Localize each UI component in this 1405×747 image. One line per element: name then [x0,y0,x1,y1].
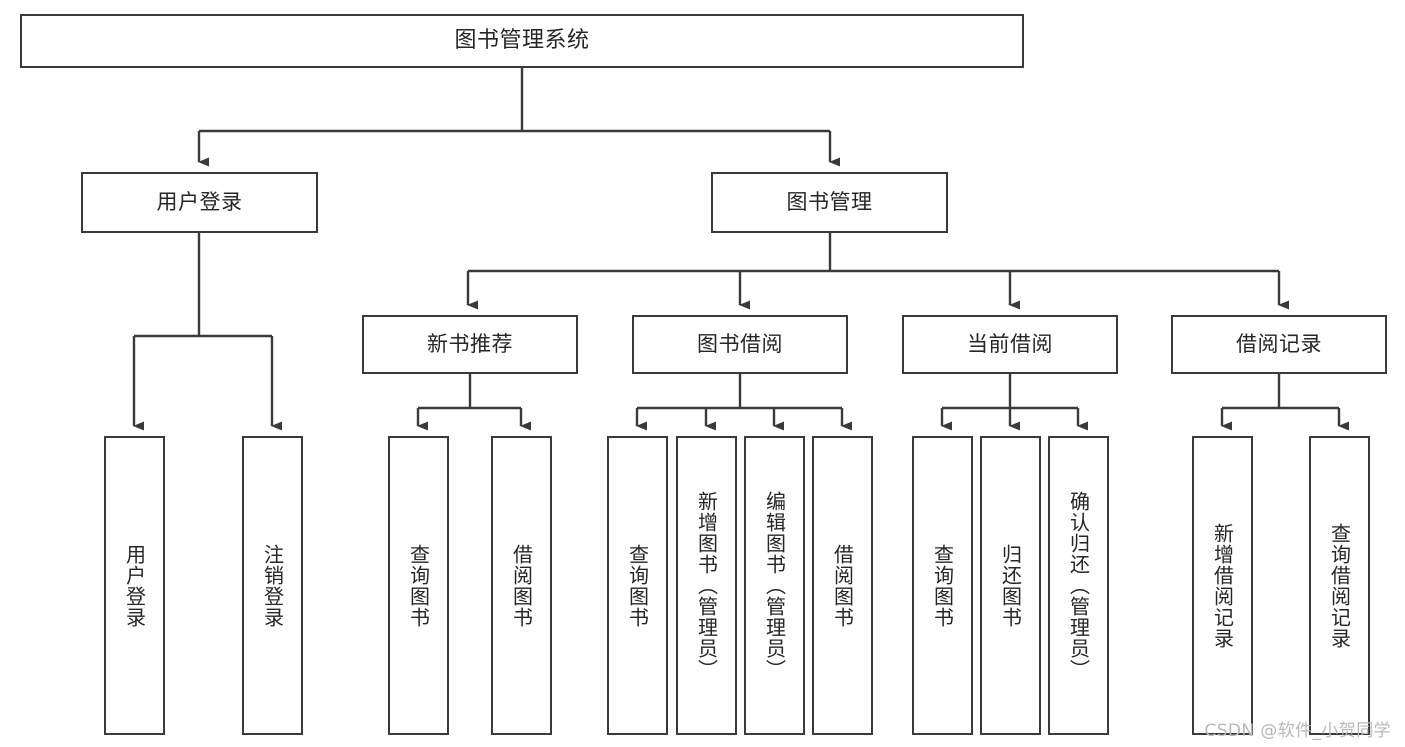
node-new-book-recommend[interactable]: 新书推荐 [362,315,578,374]
node-label: 新增图书（管理员） [694,491,719,680]
leaf-current-confirm-return[interactable]: 确认归还（管理员） [1048,436,1109,735]
leaf-user-login-login[interactable]: 用户登录 [104,436,165,735]
node-label: 归还图书 [998,543,1023,628]
node-label: 借阅记录 [1236,331,1322,356]
node-label: 查询图书 [930,543,955,628]
node-book-management[interactable]: 图书管理 [711,172,948,233]
node-label: 查询借阅记录 [1327,522,1352,649]
node-label: 查询图书 [625,543,650,628]
node-label: 图书管理 [786,189,873,214]
node-label: 新书推荐 [427,331,513,356]
leaf-record-query[interactable]: 查询借阅记录 [1309,436,1370,735]
node-label: 编辑图书（管理员） [762,491,787,680]
leaf-borrow-borrow-book[interactable]: 借阅图书 [812,436,873,735]
leaf-borrow-edit-book[interactable]: 编辑图书（管理员） [744,436,805,735]
leaf-user-login-logout[interactable]: 注销登录 [242,436,303,735]
node-user-login[interactable]: 用户登录 [81,172,318,233]
leaf-borrow-query-book[interactable]: 查询图书 [607,436,668,735]
node-current-borrow[interactable]: 当前借阅 [902,315,1118,374]
node-label: 当前借阅 [967,331,1053,356]
leaf-new-book-query[interactable]: 查询图书 [388,436,449,735]
leaf-new-book-borrow[interactable]: 借阅图书 [491,436,552,735]
watermark-text: CSDN @软件_小贺同学 [1204,721,1391,741]
node-borrow-record[interactable]: 借阅记录 [1171,315,1387,374]
leaf-borrow-add-book[interactable]: 新增图书（管理员） [676,436,737,735]
leaf-record-add[interactable]: 新增借阅记录 [1192,436,1253,735]
leaf-current-return-book[interactable]: 归还图书 [980,436,1041,735]
node-label: 借阅图书 [830,543,855,628]
node-label: 查询图书 [406,543,431,628]
leaf-current-query-book[interactable]: 查询图书 [912,436,973,735]
node-label: 图书借阅 [697,331,783,356]
node-label: 借阅图书 [509,543,534,628]
node-label: 用户登录 [122,543,147,628]
node-root-system[interactable]: 图书管理系统 [20,14,1024,68]
node-label: 用户登录 [156,189,243,214]
node-book-borrow[interactable]: 图书借阅 [632,315,848,374]
node-label: 注销登录 [260,543,285,628]
node-label: 确认归还（管理员） [1066,491,1091,680]
node-label: 新增借阅记录 [1210,522,1235,649]
node-label: 图书管理系统 [454,27,590,53]
